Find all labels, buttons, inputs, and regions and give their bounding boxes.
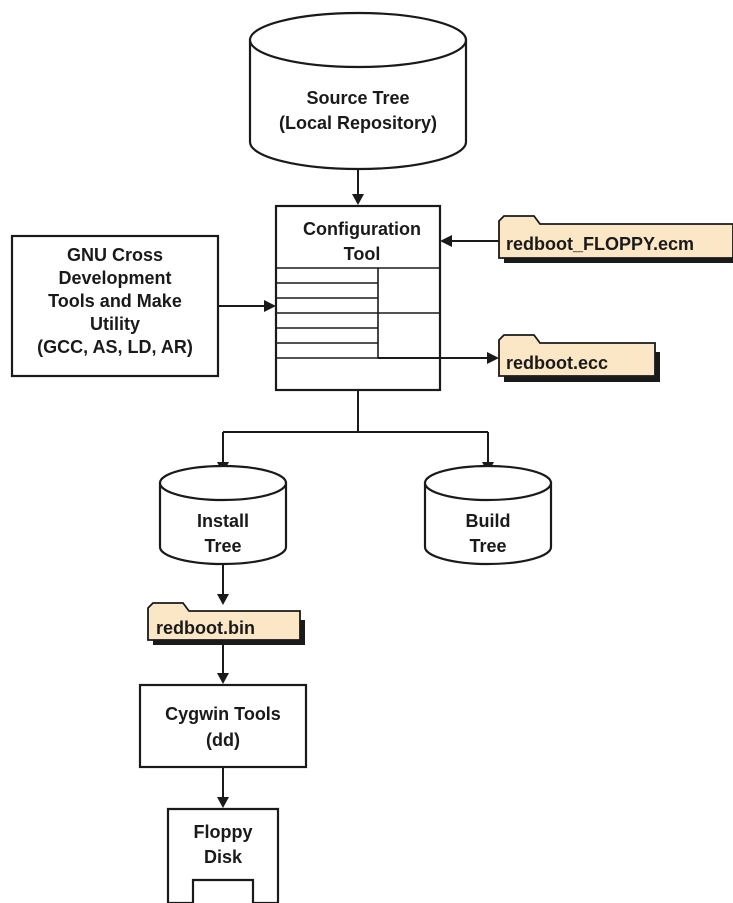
configuration-tool-box: Configuration Tool [274,204,442,392]
arrow-config-to-ecc [378,352,499,364]
file-tab [498,334,656,377]
floppy-disk-label-line2: Disk [204,847,243,867]
arrow-source-to-config [352,169,364,205]
floppy-disk-shape: Floppy Disk [166,807,280,903]
config-tool-label-line1: Configuration [303,219,421,239]
build-tree-label-line1: Build [466,511,511,531]
file-redboot-bin: redboot.bin [147,602,305,645]
gnu-tools-label-line3: Tools and Make [48,291,182,311]
gnu-cross-tools-box: GNU Cross Development Tools and Make Uti… [10,234,220,378]
install-tree-cylinder: Install Tree [158,464,288,566]
cygwin-tools-label-line1: Cygwin Tools [165,704,281,724]
gnu-tools-label-line4: Utility [90,314,140,334]
install-tree-label-line2: Tree [204,536,241,556]
file-ecm-label: redboot_FLOPPY.ecm [506,234,694,254]
source-tree-label-line1: Source Tree [306,88,409,108]
source-tree-label-line2: (Local Repository) [279,113,437,133]
arrow-bin-to-cygwin [217,645,229,684]
gnu-tools-label-line2: Development [58,268,171,288]
arrow-ecm-to-config [440,235,499,247]
config-tool-label-line2: Tool [344,244,381,264]
arrow-gnu-to-config [218,300,276,312]
build-tree-label-line2: Tree [469,536,506,556]
file-bin-label: redboot.bin [156,618,255,638]
file-tab [498,215,733,259]
install-tree-label-line1: Install [197,511,249,531]
cygwin-tools-label-line2: (dd) [206,730,240,750]
branch-config-to-trees [217,390,494,473]
build-tree-cylinder: Build Tree [423,464,553,566]
arrow-cygwin-to-floppy [217,767,229,808]
file-redboot-ecc: redboot.ecc [498,334,660,382]
cygwin-tools-box: Cygwin Tools (dd) [138,683,308,769]
gnu-tools-label-line1: GNU Cross [67,245,163,265]
file-redboot-floppy-ecm: redboot_FLOPPY.ecm [498,215,733,263]
floppy-disk-label-line1: Floppy [194,822,253,842]
file-ecc-label: redboot.ecc [506,353,608,373]
arrow-install-to-bin [217,564,229,605]
gnu-tools-label-line5: (GCC, AS, LD, AR) [37,337,193,357]
file-tab [147,602,301,641]
source-tree-cylinder: Source Tree (Local Repository) [248,11,468,171]
